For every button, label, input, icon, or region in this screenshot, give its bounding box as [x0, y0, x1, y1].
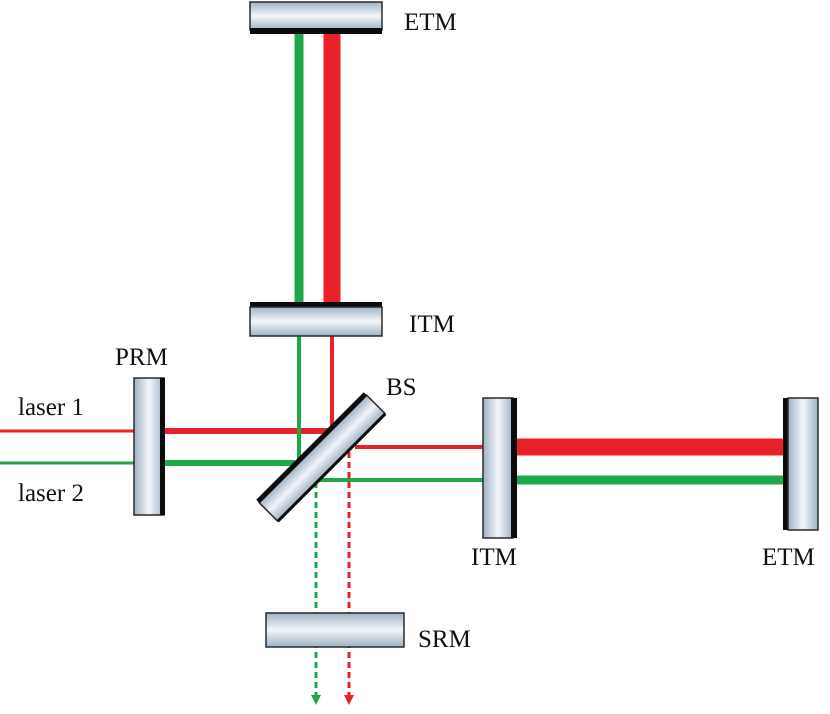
etm-top-mirror — [249, 1, 383, 34]
laser2-label: laser 2 — [18, 480, 84, 507]
bs-label: BS — [386, 374, 417, 401]
etm-right-mirror — [783, 397, 819, 531]
etm-right-label: ETM — [762, 544, 815, 571]
etm-top-label: ETM — [404, 9, 457, 36]
prm-label: PRM — [115, 344, 168, 371]
srm-mirror — [265, 612, 405, 648]
itm-top-label: ITM — [409, 311, 455, 338]
laser1-label: laser 1 — [18, 394, 84, 421]
srm-label: SRM — [418, 626, 471, 653]
itm-top-mirror — [249, 302, 383, 337]
itm-right-mirror — [482, 397, 517, 539]
beam-splitter — [256, 392, 387, 523]
itm-right-label: ITM — [471, 544, 517, 571]
prm-mirror — [133, 377, 165, 516]
